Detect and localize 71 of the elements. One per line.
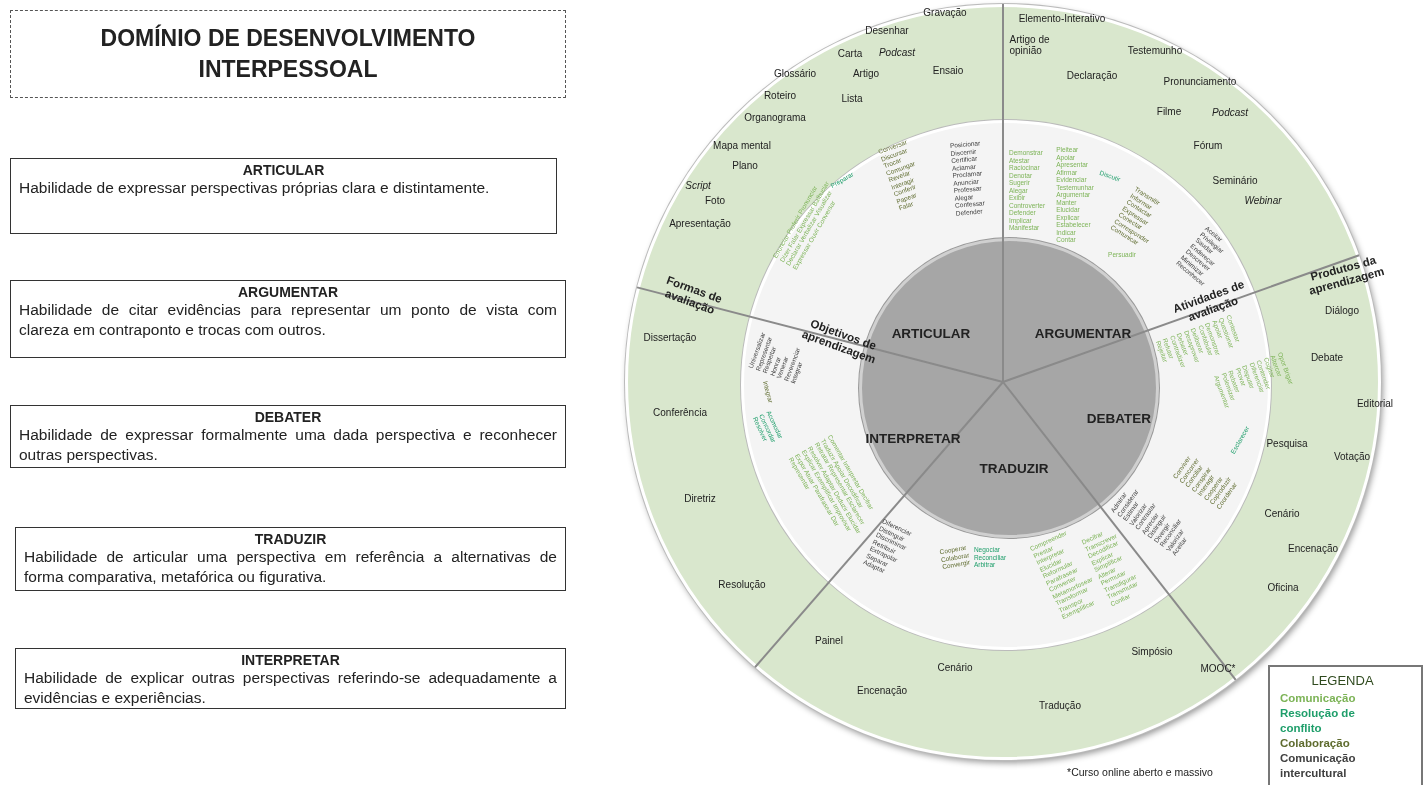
box-heading: ARTICULAR [241,162,326,178]
box-heading: DEBATER [253,409,323,425]
product-label: Resolução [718,578,766,590]
legend-entry: Resolução de conflito [1280,706,1356,736]
title: DOMÍNIO DE DESENVOLVIMENTO INTERPESSOAL [99,23,477,84]
product-label: Ensaio [932,64,964,76]
product-label: Webinar [1244,194,1282,206]
box-text: Habilidade de articular uma perspectiva em referência a alternativas de forma comparativa, metafórica ou figurativa. [24,547,557,588]
product-label: Podcast [878,46,916,58]
footnote: *Curso online aberto e massivo [1067,766,1213,778]
product-label: Painel [815,634,843,646]
box-heading: TRADUZIR [253,531,328,547]
product-label: Diálogo [1325,304,1359,316]
product-label: Diretriz [684,492,716,504]
product-label: Apresentação [669,217,731,229]
definition-box [15,527,566,591]
product-label: Artigo [852,67,880,79]
product-label: Oficina [1267,581,1299,593]
sector-title: ARTICULAR [891,325,971,341]
product-label: Desenhar [865,24,909,36]
box-text: Habilidade de citar evidências para representar um ponto de vista com clareza em contraponto e trocas com outros. [19,300,557,341]
product-label: Testemunho [1127,44,1183,56]
product-label: Fórum [1193,139,1223,151]
product-label: Debate [1310,351,1344,363]
product-label: Roteiro [763,89,797,101]
product-label: Plano [732,159,758,171]
product-label: Encenação [857,684,907,696]
product-label: Organograma [744,111,806,123]
product-label: Declaração [1066,69,1118,81]
product-label: Script [685,179,711,191]
sector-title: TRADUZIR [979,460,1049,476]
definition-box [10,405,566,468]
product-label: Glossário [773,67,817,79]
product-label: Encenação [1288,542,1338,554]
product-label: Filme [1156,105,1182,117]
product-label: Tradução [1039,699,1081,711]
product-label: Conferência [653,406,707,418]
title-box [10,10,566,98]
box-text: Habilidade de expressar perspectivas próprias clara e distintamente. [19,178,491,198]
product-label: Artigo de opinião [1009,34,1051,56]
product-label: Podcast [1211,106,1249,118]
product-label: Votação [1333,450,1371,462]
legend-entry: Comunicação intercultural [1280,751,1357,781]
box-text: Habilidade de explicar outras perspectivas referindo-se adequadamente a evidências e experiências. [24,668,557,709]
legend-entry: Colaboração [1280,736,1351,751]
product-label: Carta [837,47,863,59]
product-label: Gravação [923,6,967,18]
box-heading: ARGUMENTAR [236,284,340,300]
legend-title: LEGENDA [1310,673,1375,688]
product-label: Mapa mental [713,139,771,151]
legend-entry: Comunicação [1280,691,1357,706]
product-label: Pesquisa [1266,437,1308,449]
product-label: MOOC* [1200,662,1236,674]
product-label: Cenário [1264,507,1300,519]
product-label: Lista [841,92,863,104]
definition-box [10,158,557,234]
product-label: Elemento-Interativo [1018,12,1106,24]
box-text: Habilidade de expressar formalmente uma dada perspectiva e reconhecer outras perspectivas. [19,425,557,466]
definition-box [15,648,566,709]
definition-box [10,280,566,358]
product-label: Foto [705,194,725,206]
product-label: Seminário [1212,174,1258,186]
box-heading: INTERPRETAR [240,652,341,668]
product-label: Simpósio [1131,645,1173,657]
sector-title: DEBATER [1086,410,1152,426]
product-label: Cenário [937,661,973,673]
product-label: Dissertação [643,331,697,343]
product-label: Pronunciamento [1163,75,1237,87]
product-label: Editorial [1356,397,1394,409]
sector-title: INTERPRETAR [865,430,961,446]
sector-title: ARGUMENTAR [1034,325,1132,341]
